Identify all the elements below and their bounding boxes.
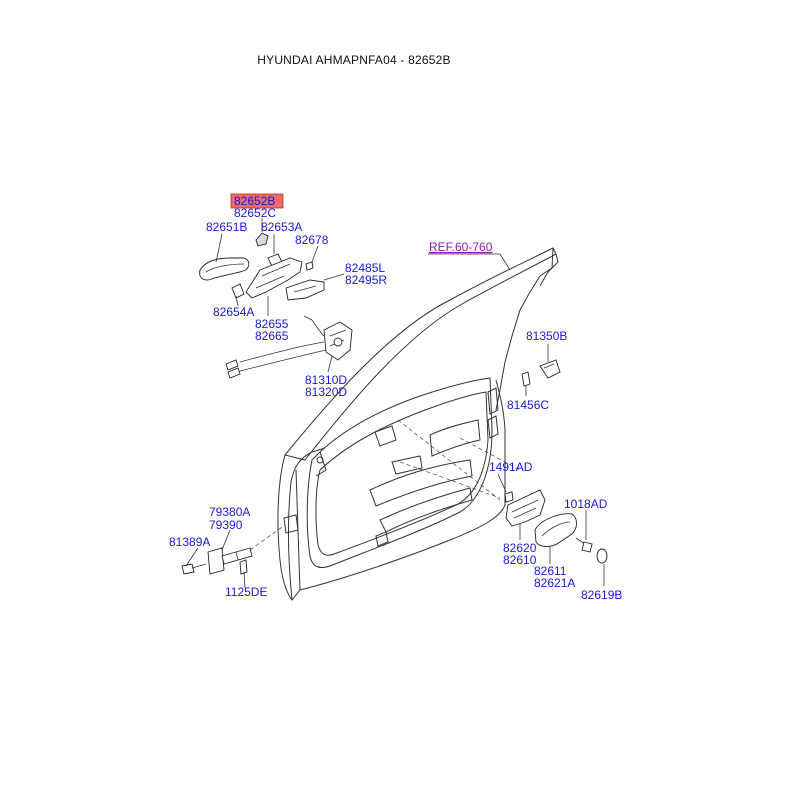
door-checker — [181, 547, 253, 575]
part-label-82485L[interactable]: 82485L — [345, 261, 385, 275]
part-label-81310D[interactable]: 81310D — [305, 373, 347, 387]
leader-lines — [185, 218, 605, 589]
part-label-82653A[interactable]: 82653A — [261, 220, 302, 234]
part-label-82654A[interactable]: 82654A — [213, 305, 254, 319]
part-label-82652C[interactable]: 82652C — [234, 206, 276, 220]
striker — [521, 359, 561, 387]
part-label-81350B[interactable]: 81350B — [526, 329, 567, 343]
part-label-82495R[interactable]: 82495R — [345, 273, 387, 287]
part-label-82611[interactable]: 82611 — [534, 564, 567, 578]
part-label-82610[interactable]: 82610 — [503, 553, 537, 567]
part-label-1491AD[interactable]: 1491AD — [489, 460, 533, 474]
inside-handle-assembly — [504, 489, 608, 564]
part-label-82655[interactable]: 82655 — [255, 317, 289, 331]
part-label-79390[interactable]: 79390 — [209, 518, 243, 532]
guide-lines — [249, 419, 521, 551]
page-title: HYUNDAI AHMAPNFA04 - 82652B — [257, 53, 451, 67]
part-label-82619B[interactable]: 82619B — [581, 588, 622, 602]
part-label-79380A[interactable]: 79380A — [209, 505, 250, 519]
reference-link[interactable]: REF.60-760 — [429, 240, 493, 254]
part-label-82652B[interactable]: 82652B — [234, 194, 275, 208]
part-label-81389A[interactable]: 81389A — [169, 535, 210, 549]
highlight-box — [230, 193, 284, 209]
part-label-1125DE[interactable]: 1125DE — [225, 585, 267, 599]
part-label-82620[interactable]: 82620 — [503, 541, 537, 555]
part-label-81320D[interactable]: 81320D — [305, 385, 347, 399]
part-label-82665[interactable]: 82665 — [255, 329, 289, 343]
part-label-82621A[interactable]: 82621A — [534, 576, 575, 590]
part-label-1018AD[interactable]: 1018AD — [564, 497, 608, 511]
part-label-82678[interactable]: 82678 — [295, 233, 329, 247]
outside-handle-assembly — [199, 232, 325, 301]
door-frame — [277, 247, 559, 601]
latch-assembly — [225, 315, 353, 379]
part-label-81456C[interactable]: 81456C — [507, 398, 549, 412]
part-label-82651B[interactable]: 82651B — [206, 220, 247, 234]
